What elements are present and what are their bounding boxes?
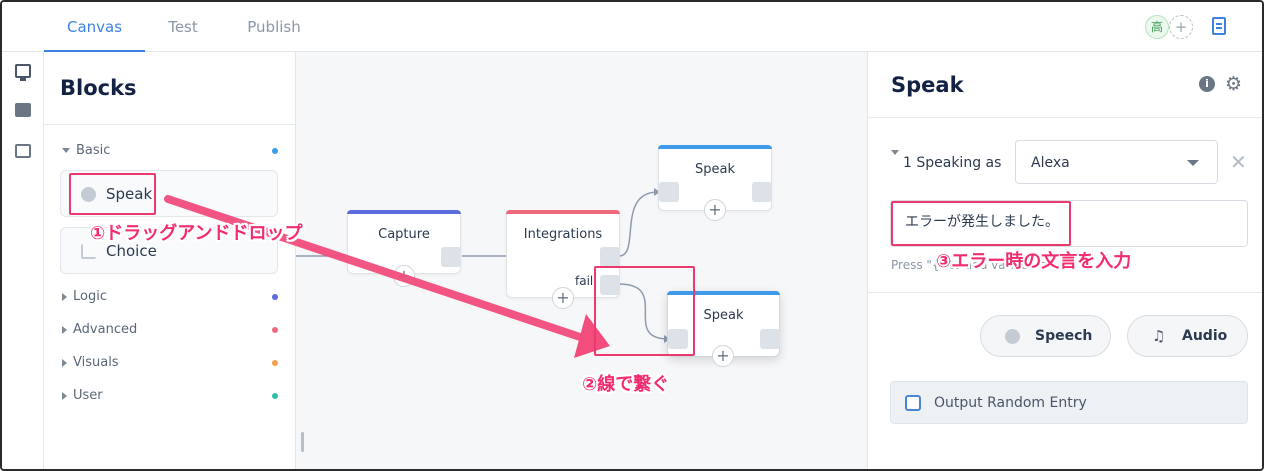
output-port[interactable] — [760, 329, 780, 349]
annotation-step3: ③エラー時の文言を入力 — [936, 251, 1132, 272]
speech-bubble-icon — [1005, 329, 1020, 344]
input-port[interactable] — [659, 182, 679, 202]
chevron-right-icon — [62, 391, 67, 400]
add-step-button[interactable]: + — [712, 345, 734, 367]
chevron-right-icon — [62, 358, 67, 367]
output-port[interactable] — [600, 247, 620, 267]
user-avatar[interactable]: 高 — [1145, 15, 1169, 39]
tab-publish[interactable]: Publish — [247, 18, 301, 36]
add-step-button[interactable]: + — [393, 265, 415, 287]
books-icon[interactable] — [15, 103, 31, 117]
flow-canvas[interactable]: Capture + Integrations fail + Speak + Sp… — [296, 52, 867, 469]
category-user[interactable]: User — [62, 388, 103, 403]
voice-value: Alexa — [1031, 155, 1070, 171]
annotation-box-connection — [594, 266, 695, 356]
annotation-step2: ②線で繋ぐ — [582, 374, 670, 395]
monitor-icon[interactable] — [15, 64, 31, 81]
output-port[interactable] — [752, 182, 772, 202]
category-color-dot — [272, 360, 278, 366]
add-step-button[interactable]: + — [704, 199, 726, 221]
audio-button[interactable]: ♫ Audio — [1127, 315, 1248, 357]
divider — [868, 117, 1262, 118]
random-entry-option[interactable]: Output Random Entry — [890, 381, 1248, 424]
chevron-down-icon — [891, 150, 899, 171]
blocks-title: Blocks — [60, 76, 137, 100]
info-icon[interactable]: i — [1199, 76, 1215, 92]
variable-hint: Press "{" to add variables — [891, 258, 1046, 272]
speaking-as-toggle[interactable]: 1 Speaking as — [891, 150, 1001, 171]
blocks-panel: Blocks Basic Speak Choice Logic Advanced… — [44, 52, 296, 469]
left-rail — [2, 52, 44, 469]
output-port[interactable] — [441, 247, 461, 267]
message-input[interactable] — [905, 213, 1225, 229]
block-label: Choice — [106, 242, 157, 260]
divider — [868, 292, 1262, 293]
fail-label: fail — [575, 274, 594, 288]
document-icon[interactable] — [1212, 17, 1226, 35]
annotation-step1: ①ドラッグアンドドロップ — [90, 223, 303, 244]
top-bar: Canvas Test Publish 高 + — [2, 2, 1262, 52]
node-title: Capture — [378, 227, 430, 242]
speech-button[interactable]: Speech — [980, 315, 1111, 357]
editor-panel: Speak i ⚙ 1 Speaking as Alexa ✕ Press "{… — [867, 52, 1262, 469]
panel-title: Speak — [891, 73, 964, 97]
chevron-right-icon — [62, 292, 67, 301]
speech-bubble-icon — [81, 187, 96, 202]
branch-icon — [81, 244, 96, 259]
close-icon[interactable]: ✕ — [1230, 150, 1247, 174]
gear-icon[interactable]: ⚙ — [1225, 73, 1243, 95]
input-port[interactable] — [668, 329, 688, 349]
divider — [44, 124, 296, 125]
chevron-right-icon — [62, 325, 67, 334]
category-logic[interactable]: Logic — [62, 289, 107, 304]
node-accent — [667, 291, 780, 295]
terminal-icon[interactable] — [15, 144, 31, 158]
scroll-handle[interactable] — [301, 432, 304, 452]
annotation-box-input — [891, 201, 1071, 246]
node-title: Speak — [695, 162, 735, 177]
random-entry-label: Output Random Entry — [934, 395, 1087, 411]
annotation-box-speak — [69, 173, 156, 215]
chevron-down-icon — [62, 148, 70, 153]
tab-test[interactable]: Test — [168, 18, 198, 36]
node-accent — [347, 210, 461, 214]
caret-down-icon — [1187, 160, 1199, 166]
category-advanced[interactable]: Advanced — [62, 322, 137, 337]
node-accent — [506, 210, 620, 214]
node-speak[interactable]: Speak — [658, 145, 772, 211]
category-color-dot — [272, 327, 278, 333]
add-step-button[interactable]: + — [552, 287, 574, 309]
node-title: Integrations — [523, 227, 603, 242]
tab-canvas[interactable]: Canvas — [44, 2, 145, 52]
category-visuals[interactable]: Visuals — [62, 355, 119, 370]
add-collaborator-button[interactable]: + — [1169, 15, 1193, 39]
category-color-dot — [272, 148, 278, 154]
category-basic[interactable]: Basic — [62, 143, 110, 158]
fail-port[interactable] — [600, 275, 620, 295]
random-entry-checkbox[interactable] — [905, 395, 921, 411]
node-title: Speak — [703, 308, 744, 323]
voice-select[interactable]: Alexa — [1015, 140, 1218, 184]
category-color-dot — [272, 393, 278, 399]
block-label: Speak — [106, 185, 153, 203]
category-color-dot — [272, 294, 278, 300]
music-note-icon: ♫ — [1152, 327, 1166, 345]
node-accent — [658, 145, 772, 149]
